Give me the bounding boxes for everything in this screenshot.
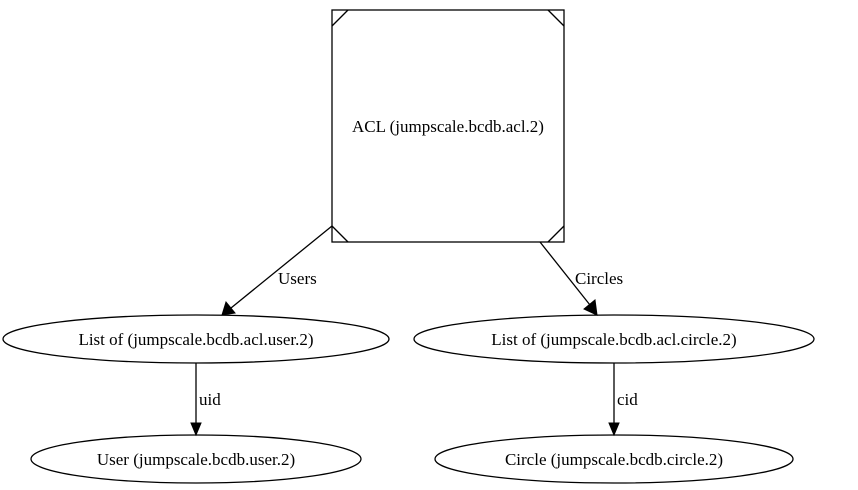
edge-circles-cid-label: cid [617, 390, 638, 409]
edge-circles-cid: cid [608, 363, 638, 437]
edge-acl-users-arrowhead [221, 300, 236, 316]
node-list-circles-label: List of (jumpscale.bcdb.acl.circle.2) [491, 330, 736, 349]
edge-acl-users-label: Users [278, 269, 317, 288]
edge-acl-circles-arrowhead [583, 299, 598, 316]
edge-acl-circles-label: Circles [575, 269, 623, 288]
node-list-users: List of (jumpscale.bcdb.acl.user.2) [2, 314, 390, 364]
node-circle: Circle (jumpscale.bcdb.circle.2) [434, 434, 794, 484]
edge-acl-users-line [230, 225, 333, 309]
edge-acl-users: Users [221, 225, 333, 316]
edge-circles-cid-arrowhead [608, 422, 620, 437]
edge-acl-circles-line [539, 241, 591, 306]
node-list-users-label: List of (jumpscale.bcdb.acl.user.2) [78, 330, 313, 349]
node-circle-label: Circle (jumpscale.bcdb.circle.2) [505, 450, 723, 469]
node-acl-label: ACL (jumpscale.bcdb.acl.2) [352, 117, 544, 136]
node-list-circles: List of (jumpscale.bcdb.acl.circle.2) [413, 314, 815, 364]
node-user: User (jumpscale.bcdb.user.2) [30, 434, 362, 484]
edge-users-uid: uid [190, 363, 221, 437]
node-user-label: User (jumpscale.bcdb.user.2) [97, 450, 295, 469]
node-acl-corner-marks [331, 9, 565, 243]
node-acl-box [331, 9, 565, 243]
edge-acl-circles: Circles [539, 241, 623, 316]
edge-users-uid-arrowhead [190, 422, 202, 437]
edge-users-uid-label: uid [199, 390, 221, 409]
node-acl: ACL (jumpscale.bcdb.acl.2) [331, 9, 565, 243]
